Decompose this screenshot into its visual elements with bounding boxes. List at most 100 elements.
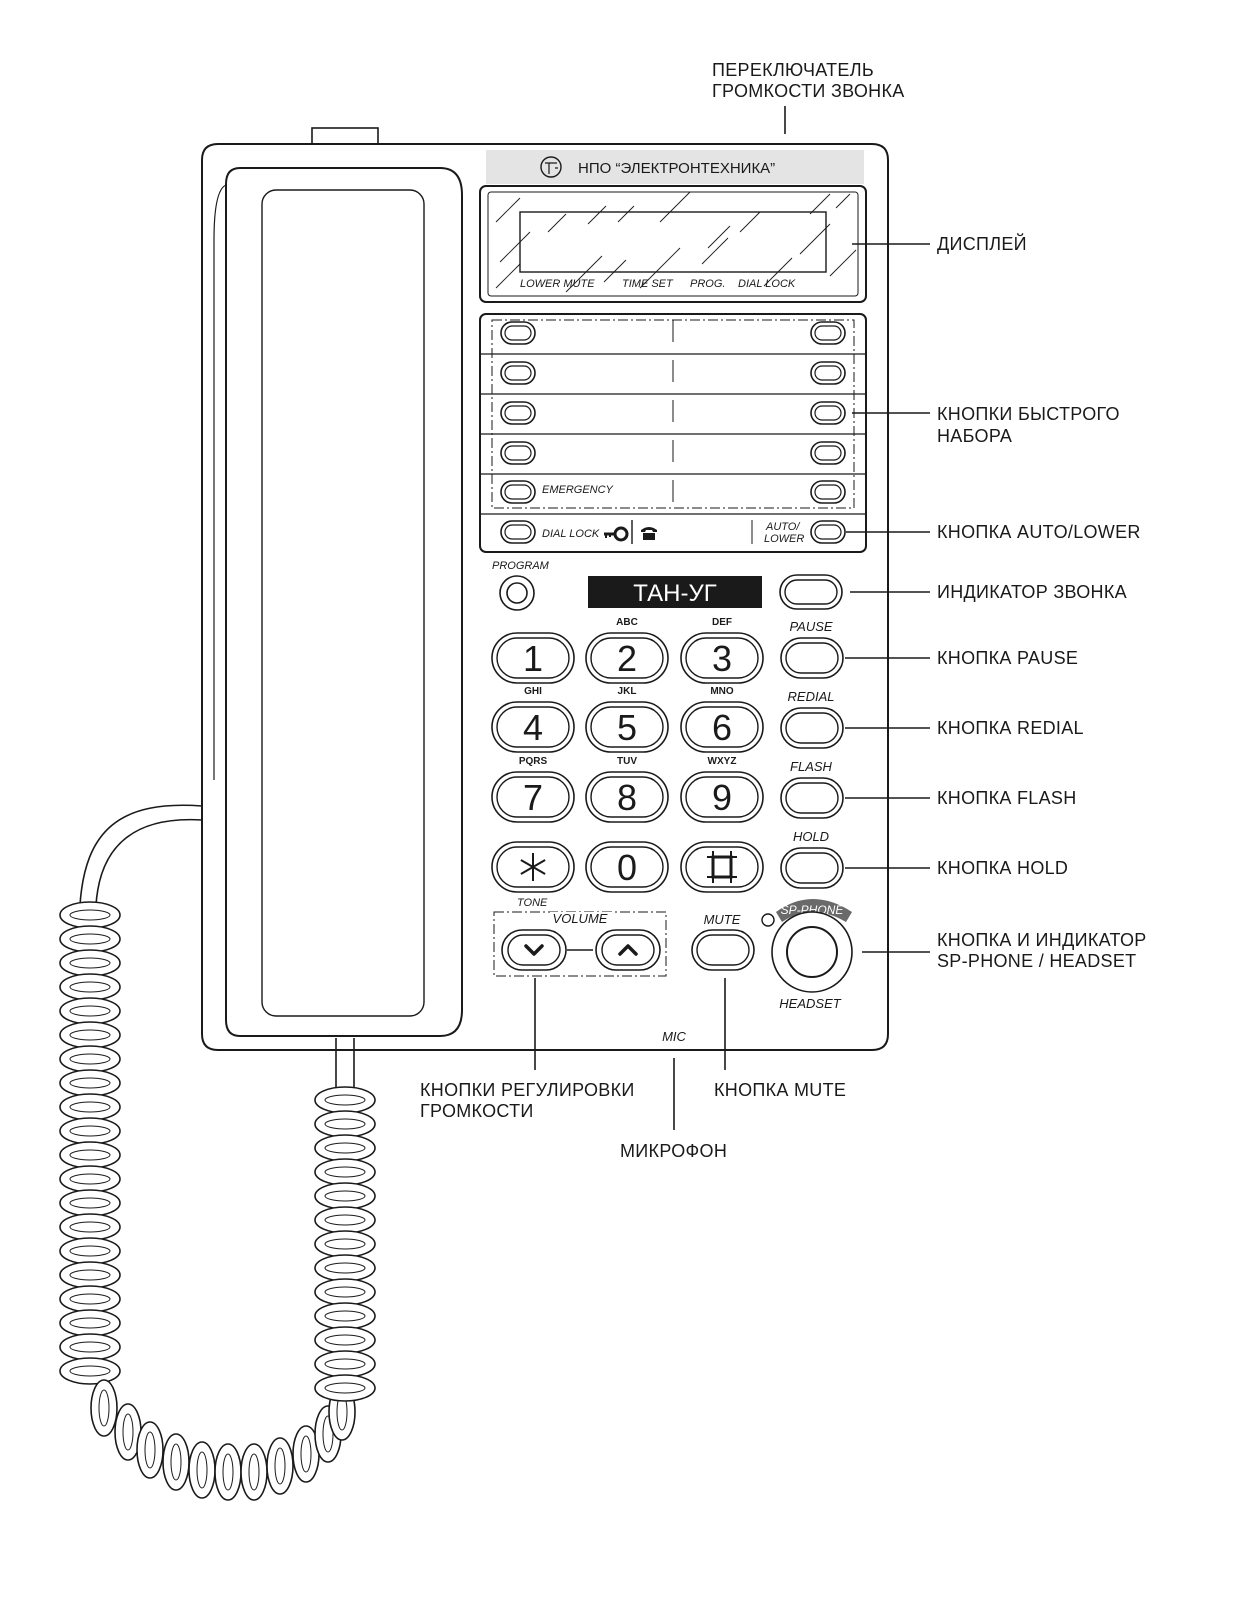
key-9[interactable]: 9	[680, 771, 764, 823]
cord-coil	[90, 1379, 118, 1437]
speed-dial-button-right[interactable]	[810, 441, 846, 465]
callout-sp-phone-1: КНОПКА И ИНДИКАТОР	[937, 930, 1147, 950]
key-4[interactable]: 4	[491, 701, 575, 753]
key-letters: JKL	[618, 686, 637, 697]
cord-coil	[314, 1374, 376, 1402]
cord-coil	[59, 1309, 121, 1337]
cord-coil	[266, 1437, 294, 1495]
callout-speed-dial-2: НАБОРА	[937, 426, 1012, 446]
cord-coil	[59, 1093, 121, 1121]
cord-coil	[59, 1237, 121, 1265]
volume-down-button[interactable]	[501, 929, 567, 971]
sp-phone-button[interactable]	[771, 911, 853, 993]
cord-coil	[59, 1021, 121, 1049]
auto-lower-button[interactable]	[810, 520, 846, 544]
key-digit: 2	[617, 638, 637, 679]
callout-redial: КНОПКА REDIAL	[937, 718, 1084, 738]
callout-ring-volume-switch-1: ПЕРЕКЛЮЧАТЕЛЬ	[712, 60, 874, 80]
callout-volume-2: ГРОМКОСТИ	[420, 1101, 534, 1121]
key-digit: 0	[617, 847, 637, 888]
cord-coil	[314, 1350, 376, 1378]
hold-label: HOLD	[793, 829, 829, 844]
callout-display: ДИСПЛЕЙ	[937, 233, 1027, 254]
speed-dial-button-left[interactable]	[500, 361, 536, 385]
program-label: PROGRAM	[492, 560, 550, 572]
cord-coil	[314, 1110, 376, 1138]
model-name: ТАН-УГ	[633, 580, 716, 607]
callout-ring-indicator: ИНДИКАТОР ЗВОНКА	[937, 582, 1127, 602]
cord-coil	[314, 1230, 376, 1258]
key-digit: 4	[523, 707, 543, 748]
cord-coil	[314, 1182, 376, 1210]
key-6[interactable]: 6	[680, 701, 764, 753]
key-letters: ABC	[616, 617, 638, 628]
phone-icon	[641, 527, 657, 540]
callout-speed-dial-1: КНОПКИ БЫСТРОГО	[937, 404, 1120, 424]
flash-button[interactable]	[780, 777, 844, 819]
speed-dial-button-right[interactable]	[810, 480, 846, 504]
redial-label: REDIAL	[788, 689, 835, 704]
cord-coil	[59, 1261, 121, 1289]
key-letters: TUV	[617, 756, 637, 767]
dial-lock-button[interactable]	[500, 520, 536, 544]
key-letters: DEF	[712, 617, 732, 628]
speed-dial-button-right[interactable]	[810, 361, 846, 385]
cord-coil	[314, 1302, 376, 1330]
ring-indicator[interactable]	[779, 574, 843, 610]
cord-coil	[59, 1069, 121, 1097]
dial-lock-label: DIAL LOCK	[542, 528, 600, 540]
key-7[interactable]: 7	[491, 771, 575, 823]
key-hash[interactable]	[680, 841, 764, 893]
key-3[interactable]: 3	[680, 632, 764, 684]
key-letters: WXYZ	[708, 756, 737, 767]
volume-up-button[interactable]	[595, 929, 661, 971]
headset-label: HEADSET	[779, 996, 841, 1011]
speed-dial-panel	[479, 313, 867, 553]
speed-dial-button-left[interactable]	[500, 401, 536, 425]
key-0[interactable]: 0	[585, 841, 669, 893]
cord-coil	[314, 1158, 376, 1186]
cord-coil	[59, 1285, 121, 1313]
speed-dial-button-right[interactable]	[810, 401, 846, 425]
emergency-label: EMERGENCY	[542, 484, 614, 496]
sp-phone-arc	[776, 899, 852, 922]
cord-coil	[162, 1433, 190, 1491]
callout-mic: МИКРОФОН	[620, 1141, 727, 1161]
hold-button[interactable]	[780, 847, 844, 889]
ring-volume-switch[interactable]	[311, 127, 379, 145]
cord-coil	[314, 1206, 376, 1234]
cord-coil	[314, 1326, 376, 1354]
program-button[interactable]	[499, 575, 535, 611]
redial-button[interactable]	[780, 707, 844, 749]
cord-coil	[136, 1421, 164, 1479]
pause-button[interactable]	[780, 637, 844, 679]
key-5[interactable]: 5	[585, 701, 669, 753]
cord-coil	[59, 901, 121, 929]
hash-icon	[707, 851, 737, 883]
display-label-dial-lock: DIAL LOCK	[738, 278, 796, 290]
cord-coil	[314, 1134, 376, 1162]
speed-dial-button-left[interactable]	[500, 480, 536, 504]
cord-coil	[59, 1357, 121, 1385]
handset[interactable]	[213, 167, 463, 1037]
key-2[interactable]: 2	[585, 632, 669, 684]
speed-dial-button-right[interactable]	[810, 321, 846, 345]
mute-button[interactable]	[691, 929, 755, 971]
cord-coil	[59, 1045, 121, 1073]
cord-coil	[59, 1189, 121, 1217]
display-label-time-set: TIME SET	[622, 278, 674, 290]
cord-coil	[59, 925, 121, 953]
key-digit: 3	[712, 638, 732, 679]
display: LOWER MUTE TIME SET PROG. DIAL LOCK	[479, 185, 867, 303]
speed-dial-button-left[interactable]	[500, 441, 536, 465]
speed-dial-button-left[interactable]	[500, 321, 536, 345]
key-1[interactable]: 1	[491, 632, 575, 684]
mic-label: MIC	[662, 1029, 686, 1044]
flash-label: FLASH	[790, 759, 833, 774]
key-8[interactable]: 8	[585, 771, 669, 823]
auto-lower-label-2: LOWER	[764, 533, 804, 545]
pause-label: PAUSE	[789, 619, 832, 634]
callout-sp-phone-2: SP-PHONE / HEADSET	[937, 951, 1136, 971]
key-star[interactable]	[491, 841, 575, 893]
display-label-lower-mute: LOWER MUTE	[520, 278, 595, 290]
